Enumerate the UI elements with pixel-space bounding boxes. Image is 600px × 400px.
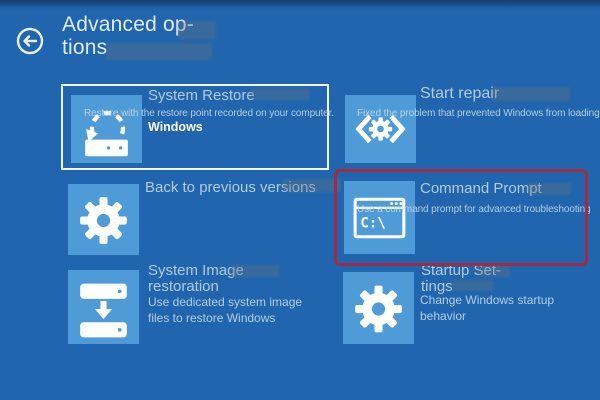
tile-back-to-previous-versions[interactable]: Back to previous versions <box>61 175 327 260</box>
artifact-smudge <box>527 183 571 195</box>
tile-title: Start repair <box>420 85 500 102</box>
tile-title: System Restore <box>148 87 255 104</box>
artifact-smudge <box>231 265 279 277</box>
system-restore-drive-icon <box>71 95 142 163</box>
tile-title: System Image restoration <box>148 262 244 295</box>
tile-description: Restore with the restore point recorded … <box>84 108 334 119</box>
tile-title: Back to previous versions <box>145 179 316 196</box>
artifact-smudge <box>106 43 212 60</box>
artifact-smudge <box>251 88 309 100</box>
page-title: Advanced op- tions <box>62 13 194 59</box>
red-highlight-box <box>334 169 588 266</box>
system-image-drives-icon <box>68 270 139 344</box>
tile-description: Fixed the problem that prevented Windows… <box>357 108 600 119</box>
artifact-smudge <box>478 265 510 277</box>
artifact-smudge <box>492 87 570 101</box>
tile-system-image-restoration[interactable]: System Image restoration Use dedicated s… <box>61 258 327 353</box>
artifact-smudge <box>178 21 216 39</box>
windows-label: Windows <box>148 120 203 134</box>
selection-frame <box>61 84 329 170</box>
gear-icon <box>68 184 139 255</box>
tile-start-repair[interactable]: Start repair Fixed the problem that prev… <box>337 84 600 168</box>
gear-icon <box>343 272 414 344</box>
tile-description: Use a command prompt for advanced troubl… <box>357 204 591 215</box>
back-button[interactable] <box>16 27 44 55</box>
tile-title: Startup Set- tings <box>421 262 502 295</box>
artifact-smudge <box>283 179 341 192</box>
code-gear-icon <box>345 95 416 163</box>
command-prompt-icon: C:\ <box>344 181 415 254</box>
tile-description: Use dedicated system image files to rest… <box>148 295 303 325</box>
top-gradient-strip <box>0 0 600 9</box>
tile-command-prompt[interactable]: C:\ Command Prompt Use a command prompt … <box>335 170 591 263</box>
tile-startup-settings[interactable]: Startup Set- tings Change Windows startu… <box>335 258 600 353</box>
tile-system-restore[interactable]: System Restore Restore with the restore … <box>61 84 334 168</box>
tile-description: Change Windows startup behavior <box>420 293 555 323</box>
arrow-left-circle-icon <box>16 27 44 55</box>
cmd-icon-text: C:\ <box>360 216 386 232</box>
tile-title: Command Prompt <box>420 180 542 197</box>
artifact-smudge <box>452 280 494 291</box>
